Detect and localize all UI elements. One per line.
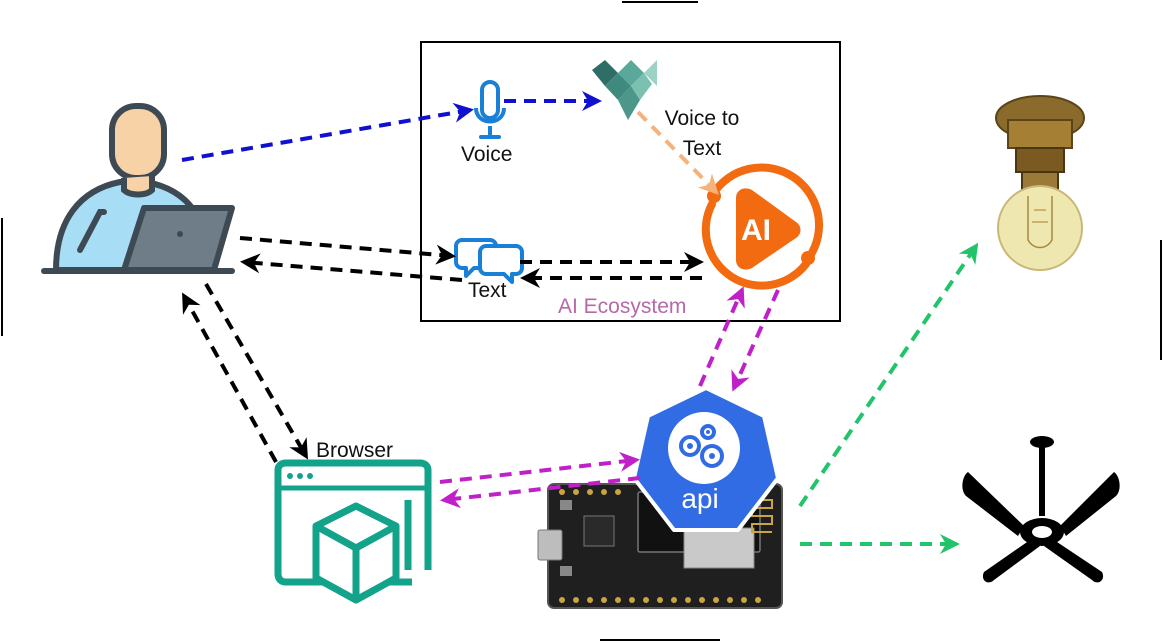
arrow-api-to-browser <box>440 476 641 509</box>
speech-to-text-logo-icon <box>592 60 657 120</box>
browser-label: Browser <box>316 439 394 462</box>
voice-to-text-label-line1: Voice to <box>664 107 740 130</box>
chat-bubbles-icon <box>454 238 524 284</box>
arrow-browser-to-user <box>182 292 278 463</box>
browser-box-icon <box>274 459 432 604</box>
ai-badge-label: AI <box>741 214 771 247</box>
arrow-browser-to-api <box>439 451 640 484</box>
esp8266-pin-row-top <box>559 489 621 495</box>
ceiling-fan-icon <box>962 436 1120 583</box>
arrow-text-to-user <box>240 253 463 282</box>
arrow-board-to-bulb <box>798 242 979 508</box>
ai-play-icon: AI <box>701 163 824 290</box>
arrow-user-to-browser <box>204 282 309 460</box>
api-label: api <box>681 483 718 514</box>
text-label: Text <box>468 279 507 302</box>
kubernetes-api-icon: api <box>632 386 780 532</box>
arrow-ai-to-api <box>731 289 780 392</box>
voice-label: Voice <box>461 143 513 166</box>
microphone-icon <box>474 80 506 139</box>
arrow-user-to-text <box>239 236 456 265</box>
arrow-user-to-voice <box>181 102 474 162</box>
connectors <box>181 91 979 554</box>
ai-ecosystem-label: AI Ecosystem <box>558 295 687 318</box>
voice-to-text-label-line2: Text <box>682 137 722 160</box>
light-bulb-icon <box>995 95 1085 271</box>
arrow-api-to-ai <box>698 286 745 387</box>
ai-ecosystem-box <box>420 41 841 322</box>
esp8266-pin-row-bottom <box>559 597 761 603</box>
user-laptop-icon <box>41 103 235 274</box>
